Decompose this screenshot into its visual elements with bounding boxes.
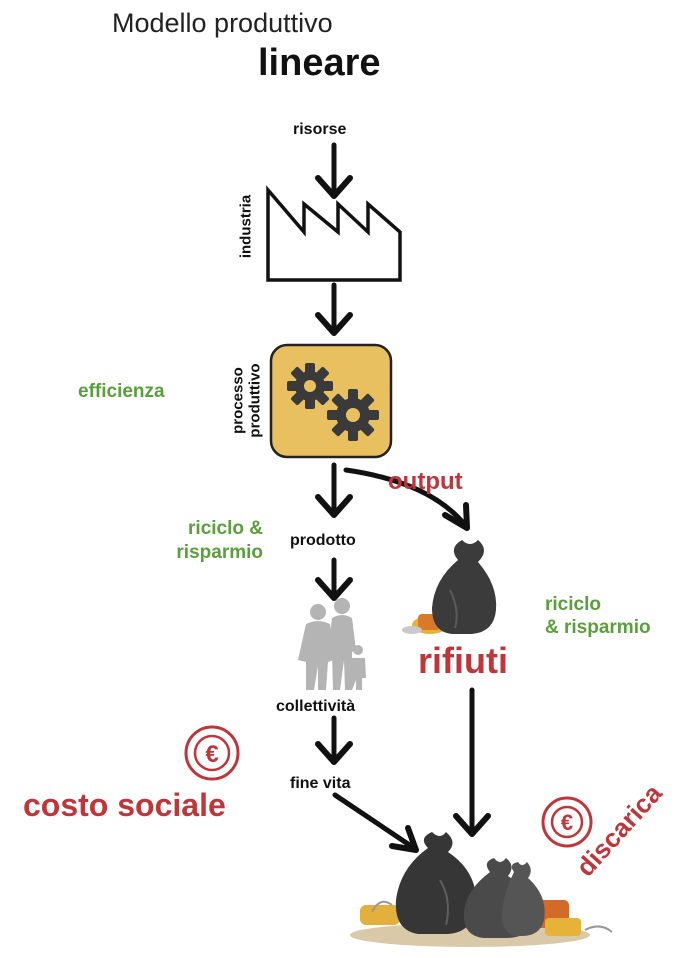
arrowhead-discarica-2 [389,825,419,853]
label-industria: industria [237,194,255,259]
label-risorse: risorse [293,121,347,138]
family-icon [298,598,366,690]
label-prodotto: prodotto [290,532,356,549]
garbage-bag-icon [402,540,497,634]
title-line-1: Modello produttivo [112,8,333,38]
arrow-processo-rifiuti [343,467,468,528]
gears-icon [269,343,393,459]
label-riciclo-left-1: riciclo & [188,518,263,539]
arrowhead-processo [315,312,353,336]
factory-icon [266,185,402,282]
euro-coin-icon: € [184,725,240,781]
label-efficienza: efficienza [78,381,165,402]
label-riciclo-right-1: riciclo [545,594,601,615]
label-riciclo-left-2: risparmio [176,542,263,563]
label-costo-sociale: costo sociale [23,787,226,823]
arrowhead-prodotto [315,494,353,518]
title-line-2: lineare [258,42,381,84]
arrowhead-rifiuti [442,502,470,531]
label-rifiuti: rifiuti [418,640,508,681]
svg-text:€: € [561,810,573,835]
arrow-finevita-discarica [332,792,417,851]
label-produttivo: produttivo [246,363,264,438]
label-output: output [388,468,463,495]
label-processo: processo [229,367,247,434]
label-fine-vita: fine vita [290,775,351,792]
arrowhead-risorse [315,175,353,199]
landfill-icon [350,832,613,947]
euro-coin-icon-2: € [541,796,593,848]
label-collettivita: collettività [276,698,356,715]
arrowhead-discarica [453,813,491,837]
label-riciclo-right-2: & risparmio [545,617,651,638]
arrowhead-finevita [315,741,353,765]
arrowhead-collettivita [315,577,353,601]
svg-text:€: € [205,741,218,768]
